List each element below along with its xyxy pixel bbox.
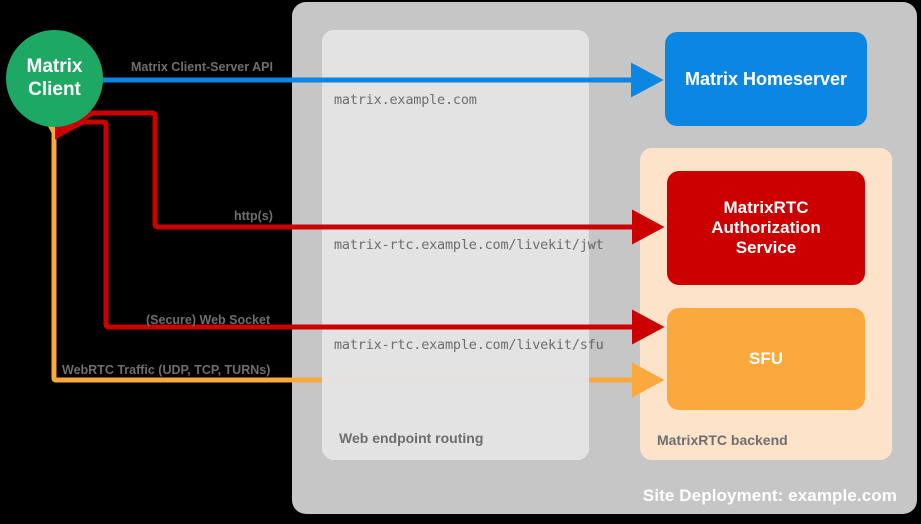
auth-line1: MatrixRTC [723, 198, 809, 218]
auth-line2: Authorization [711, 218, 821, 238]
node-matrixrtc-authorization-service[interactable]: MatrixRTC Authorization Service [667, 171, 865, 285]
auth-line3: Service [735, 237, 797, 257]
node-matrix-homeserver[interactable]: Matrix Homeserver [665, 32, 867, 126]
node-matrix-client[interactable]: Matrix Client [6, 30, 103, 127]
web-endpoint-routing-label-overlay: Web endpoint routing [339, 430, 484, 446]
label-secure-web-socket: (Secure) Web Socket [146, 313, 271, 327]
matrix-client-line1: Matrix [26, 56, 83, 78]
matrix-client-line2: Client [28, 78, 81, 100]
connection-https [65, 95, 665, 245]
sfu-label: SFU [749, 349, 783, 369]
connection-secure-web-socket [55, 104, 665, 345]
label-webrtc-traffic: WebRTC Traffic (UDP, TCP, TURNs) [62, 363, 271, 377]
matrix-homeserver-label: Matrix Homeserver [684, 68, 848, 89]
matrixrtc-backend-label: MatrixRTC backend [657, 432, 788, 448]
site-deployment-label: Site Deployment: example.com [642, 486, 897, 505]
node-sfu[interactable]: SFU [667, 308, 865, 410]
label-https: http(s) [234, 209, 273, 223]
label-matrix-client-server-api: Matrix Client-Server API [131, 60, 273, 74]
connection-webrtc-traffic-visible [36, 105, 665, 398]
